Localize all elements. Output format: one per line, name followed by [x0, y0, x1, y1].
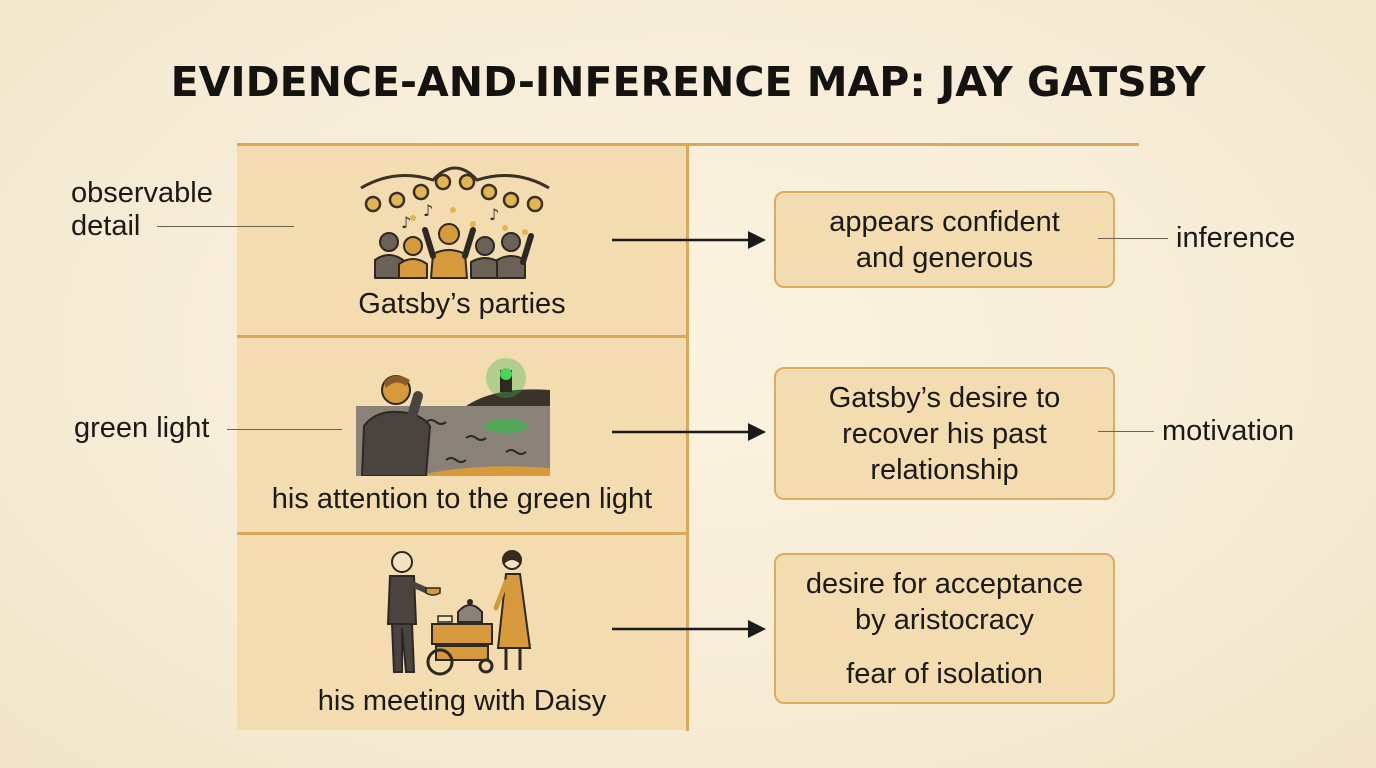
arrow-icon: [612, 620, 766, 638]
inference-box: Gatsby’s desire to recover his past rela…: [774, 367, 1115, 500]
arrow-icon: [612, 231, 766, 249]
top-rule: [237, 143, 1139, 146]
page-title: EVIDENCE-AND-INFERENCE MAP: JAY GATSBY: [170, 58, 1206, 106]
green-light-label: green light: [74, 412, 210, 444]
motivation-leader: [1098, 431, 1154, 432]
inference-label: inference: [1176, 222, 1296, 254]
inference-leader: [1098, 238, 1168, 239]
arrow-icon: [612, 423, 766, 441]
green-light-icon: [356, 358, 550, 476]
inference-box: appears confident and generous: [774, 191, 1115, 288]
evidence-label-meeting: his meeting with Daisy: [317, 685, 607, 717]
svg-text:♪: ♪: [423, 201, 433, 220]
observable-detail-label: observable detail: [71, 177, 213, 242]
evidence-label-green-light: his attention to the green light: [271, 483, 653, 515]
green-light-leader: [227, 429, 342, 430]
motivation-label: motivation: [1162, 415, 1295, 447]
party-icon: ♪ ♪ ♪: [360, 166, 550, 279]
row-divider: [237, 335, 687, 338]
inference-box: desire for acceptance by aristocracy fea…: [774, 553, 1115, 704]
row-divider: [237, 532, 687, 535]
svg-text:♪: ♪: [489, 205, 499, 224]
evidence-label-parties: Gatsby’s parties: [358, 288, 566, 320]
column-divider: [686, 145, 689, 731]
meeting-icon: [386, 550, 532, 676]
svg-text:♪: ♪: [401, 213, 411, 232]
observable-detail-leader: [157, 226, 294, 227]
